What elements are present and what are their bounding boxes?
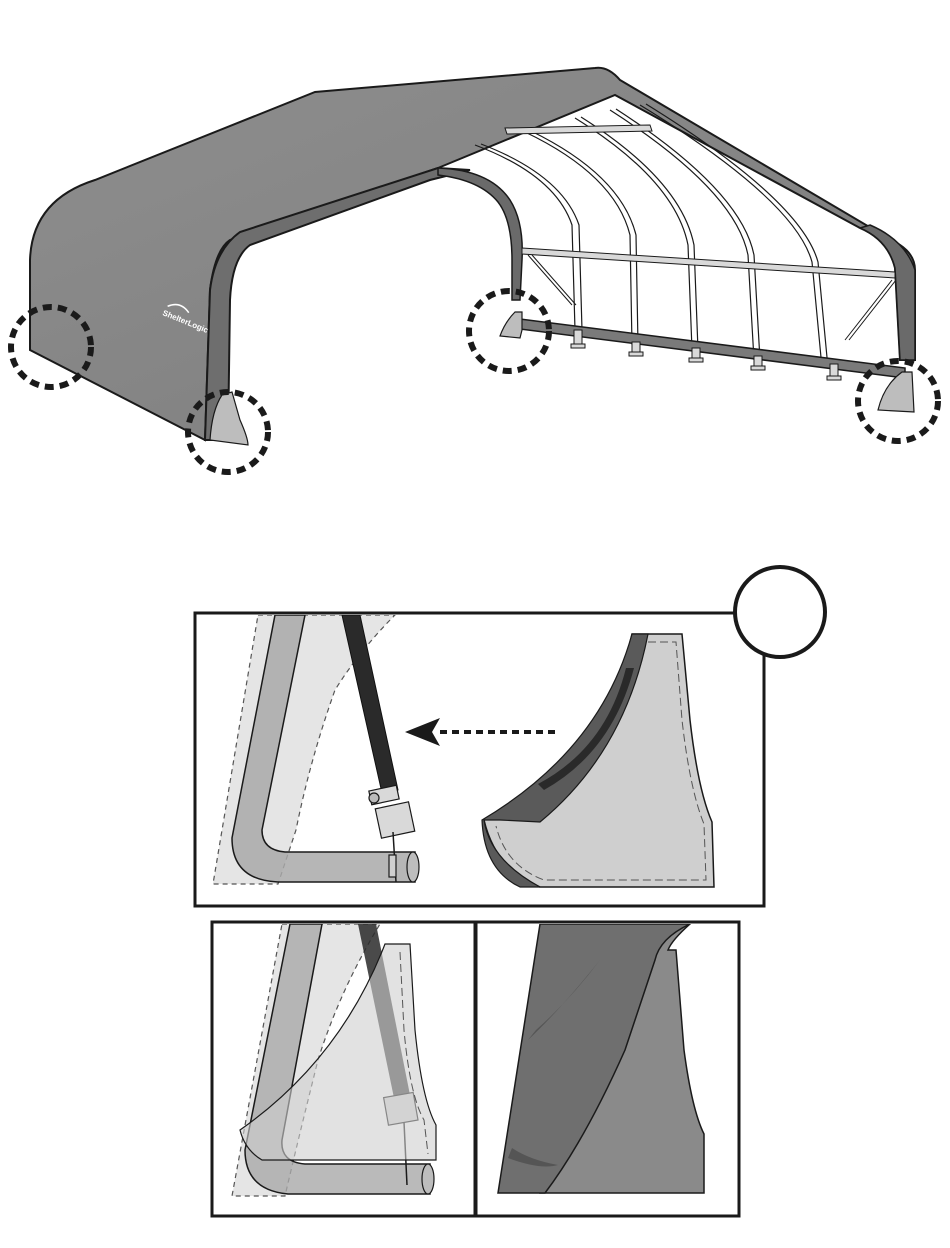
step-badge xyxy=(735,567,825,657)
corner-panel-open-end xyxy=(500,312,522,338)
frame-arch xyxy=(575,118,692,350)
shelter-cover-roof xyxy=(30,68,915,440)
tube-end xyxy=(407,852,419,882)
frame-arch xyxy=(525,132,632,345)
detail-panel-installed-inside xyxy=(212,922,475,1216)
frame-arch xyxy=(475,145,575,330)
side-purlin xyxy=(522,248,895,278)
rear-arch-beam xyxy=(860,225,915,360)
open-end-arch-beam xyxy=(438,168,522,300)
corner-panel-rear-right xyxy=(878,372,914,412)
detail-panel-attach xyxy=(195,567,825,906)
detail-panel-finished-outside xyxy=(476,922,739,1216)
shelter-overview: ShelterLogic xyxy=(11,68,938,472)
